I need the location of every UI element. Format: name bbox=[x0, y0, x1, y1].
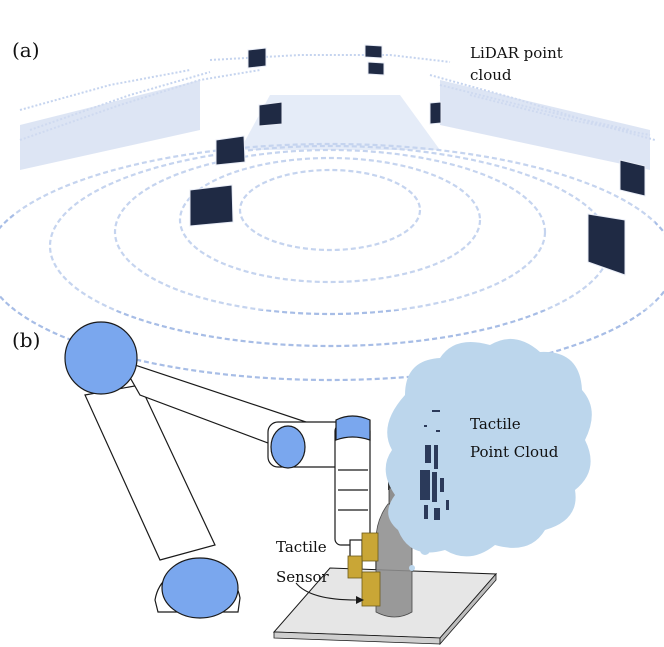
sensor-pointer-arrow bbox=[295, 582, 357, 601]
tactile-cloud-caption-line1: Tactile bbox=[470, 415, 521, 433]
wrist-joint bbox=[335, 415, 371, 441]
tactile-cloud-caption-line2: Point Cloud bbox=[470, 443, 559, 461]
robot-lower-link bbox=[84, 384, 216, 561]
lidar-object-boxes bbox=[189, 44, 646, 276]
tactile-cloud-caption: Tactile Point Cloud bbox=[470, 410, 590, 466]
base-joint bbox=[161, 557, 239, 619]
panel-b-label: (b) bbox=[12, 328, 41, 352]
tactile-sensor-caption-line2: Sensor bbox=[276, 568, 329, 586]
tactile-sensor-caption: Tactile Sensor bbox=[276, 532, 356, 592]
tactile-sensor-pad bbox=[361, 532, 379, 562]
lidar-scene bbox=[0, 30, 664, 382]
robot-wrist bbox=[334, 424, 371, 546]
lidar-road-points bbox=[240, 95, 440, 150]
lidar-caption-line1: LiDAR point bbox=[470, 44, 563, 62]
tactile-sensor-pad bbox=[361, 571, 381, 607]
robot-joints bbox=[64, 321, 371, 619]
lidar-side-structures bbox=[20, 80, 650, 170]
lidar-caption: LiDAR point cloud bbox=[470, 42, 590, 86]
elbow-joint bbox=[270, 425, 306, 469]
panel-a-label: (a) bbox=[12, 38, 40, 62]
shoulder-joint bbox=[64, 321, 138, 395]
tactile-sensor-pad bbox=[347, 555, 363, 579]
tactile-sensor-caption-line1: Tactile bbox=[276, 538, 327, 556]
tactile-thought-cloud bbox=[385, 338, 592, 571]
tactile-sensors bbox=[347, 532, 381, 607]
tactile-points bbox=[420, 410, 449, 520]
lidar-caption-line2: cloud bbox=[470, 66, 512, 84]
